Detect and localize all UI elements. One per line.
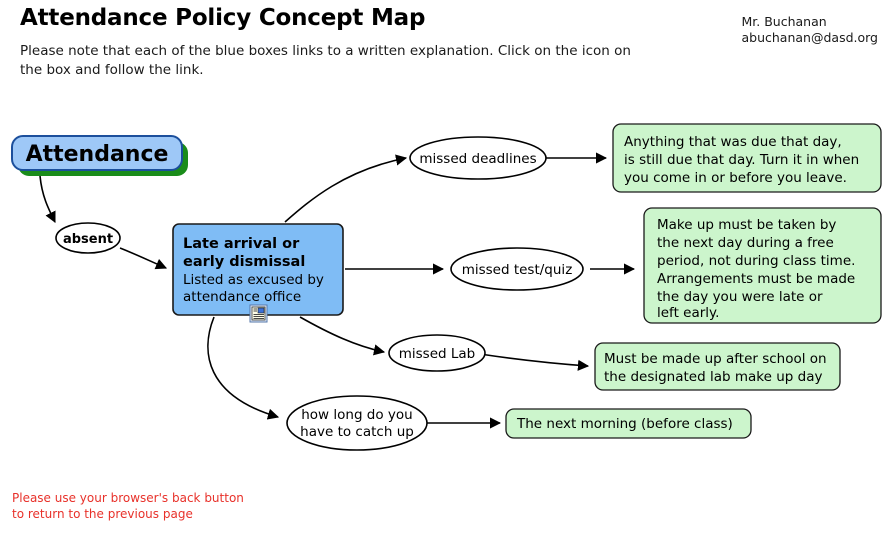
late-box-sub-line-2: attendance office xyxy=(183,289,301,305)
answer-lab-line-1: Must be made up after school on xyxy=(604,351,827,367)
missed-test-quiz-label: missed test/quiz xyxy=(462,262,573,278)
page-title: Attendance Policy Concept Map xyxy=(20,5,426,31)
page-subtitle: Please note that each of the blue boxes … xyxy=(20,42,650,80)
answer-test-quiz-line-3: period, not during class time. xyxy=(657,253,855,269)
contact-name: Mr. Buchanan xyxy=(741,14,827,29)
node-absent[interactable]: absent xyxy=(55,222,121,254)
root-label: Attendance xyxy=(26,142,169,167)
subtitle-line-1: Please note that each of the blue boxes … xyxy=(20,43,610,59)
document-link-icon[interactable] xyxy=(249,304,268,323)
edge-missed-lab-to-answer xyxy=(479,353,590,371)
missed-lab-label: missed Lab xyxy=(399,346,476,362)
node-late-arrival-box[interactable]: Late arrival or early dismissal Listed a… xyxy=(172,223,344,323)
absent-ellipse[interactable] xyxy=(55,222,121,254)
answer-test-quiz-line-1: Make up must be taken by xyxy=(657,217,836,233)
node-attendance-root[interactable]: Attendance xyxy=(11,135,188,176)
node-how-long-catch-up[interactable]: how long do you have to catch up xyxy=(286,395,428,451)
missed-test-quiz-ellipse[interactable] xyxy=(450,247,584,291)
answer-deadlines-line-2: is still due that day. Turn it in when xyxy=(624,152,859,168)
answer-box-test-quiz: Make up must be taken by the next day du… xyxy=(643,207,882,324)
connector-group xyxy=(39,152,636,429)
answer-deadlines-line-3: you come in or before you leave. xyxy=(624,170,847,186)
missed-deadlines-label: missed deadlines xyxy=(419,151,536,167)
edge-latebox-to-missed-deadlines xyxy=(284,154,408,223)
footer-note: Please use your browser's back button to… xyxy=(12,490,244,522)
root-box[interactable] xyxy=(11,135,183,171)
answer-catch-up-line-1: The next morning (before class) xyxy=(516,416,733,432)
answer-catch-up-rect xyxy=(505,408,752,439)
node-missed-lab[interactable]: missed Lab xyxy=(388,334,486,372)
node-missed-deadlines[interactable]: missed deadlines xyxy=(409,136,547,180)
late-box-sub-line-1: Listed as excused by xyxy=(183,272,324,288)
answer-box-catch-up: The next morning (before class) xyxy=(505,408,752,439)
missed-deadlines-ellipse[interactable] xyxy=(409,136,547,180)
answer-test-quiz-line-2: the next day during a free xyxy=(657,235,834,251)
answer-box-deadlines: Anything that was due that day, is still… xyxy=(612,123,882,193)
answer-test-quiz-line-6: left early. xyxy=(657,305,719,321)
answer-deadlines-line-1: Anything that was due that day, xyxy=(624,134,842,150)
node-missed-test-quiz[interactable]: missed test/quiz xyxy=(450,247,584,291)
how-long-catch-up-ellipse[interactable] xyxy=(286,395,428,451)
answer-deadlines-rect xyxy=(612,123,882,193)
answer-box-lab: Must be made up after school on the desi… xyxy=(594,342,841,391)
answer-lab-rect xyxy=(594,342,841,391)
edge-absent-to-late-box xyxy=(119,247,168,270)
contact-info: Mr. Buchanan abuchanan@dasd.org xyxy=(742,14,879,46)
answer-test-quiz-line-4: Arrangements must be made xyxy=(657,271,855,287)
edge-root-to-absent xyxy=(39,175,56,224)
how-long-catch-up-label-line-2: have to catch up xyxy=(300,424,414,440)
late-box-title-line-1: Late arrival or xyxy=(183,236,300,252)
edge-latebox-to-missed-lab xyxy=(299,316,386,356)
edge-latebox-to-how-long xyxy=(207,316,280,420)
contact-email: abuchanan@dasd.org xyxy=(741,30,879,45)
subtitle-line-2: on the box and follow the link. xyxy=(20,43,631,78)
footer-line-2: to return to the previous page xyxy=(12,507,193,521)
footer-line-1: Please use your browser's back button xyxy=(12,491,244,505)
answer-test-quiz-line-5: the day you were late or xyxy=(657,289,823,305)
how-long-catch-up-label-line-1: how long do you xyxy=(301,407,413,423)
answer-lab-line-2: the designated lab make up day xyxy=(604,369,822,385)
absent-label: absent xyxy=(63,232,113,247)
answer-test-quiz-rect xyxy=(643,207,882,324)
missed-lab-ellipse[interactable] xyxy=(388,334,486,372)
late-box-title-line-2: early dismissal xyxy=(183,254,305,270)
